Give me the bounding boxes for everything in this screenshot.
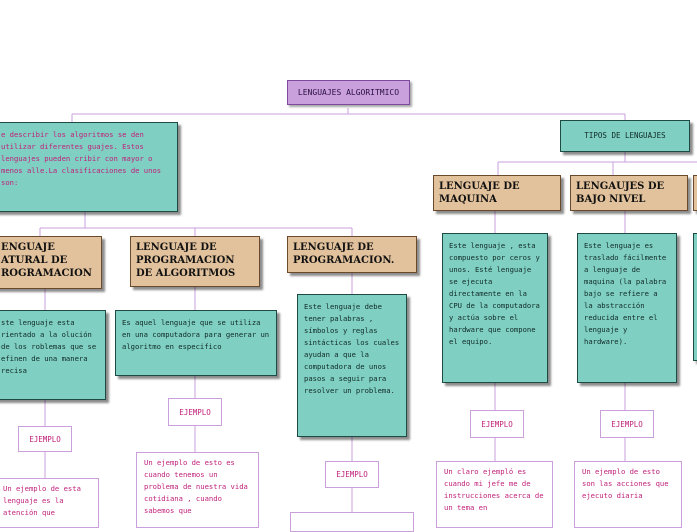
category-title: LENGUAJE DE MAQUINA — [439, 181, 520, 205]
example-node-algoritmos[interactable]: Un ejemplo de esto es cuando tenemos un … — [136, 452, 259, 528]
connector-lines — [39, 108, 697, 512]
example-label-text: EJEMPLO — [481, 419, 513, 429]
example-label-programacion[interactable]: EJEMPLO — [325, 461, 379, 488]
category-node-partial[interactable] — [693, 175, 697, 211]
example-label-algoritmos[interactable]: EJEMPLO — [168, 398, 222, 426]
example-text: Un ejemplo de esto son las acciones que … — [582, 467, 669, 500]
example-node-programacion[interactable] — [290, 512, 414, 532]
example-label-text: EJEMPLO — [611, 419, 643, 429]
category-title: LENGUAJE DE PROGRAMACION. — [293, 242, 395, 266]
category-node-bajo-nivel[interactable]: LENGAUJES DE BAJO NIVEL — [570, 175, 688, 211]
example-label-maquina[interactable]: EJEMPLO — [470, 410, 524, 438]
tipos-label: TIPOS DE LENGUAJES — [584, 131, 666, 140]
description-node-bajo-nivel[interactable]: Este lenguaje es traslado fácilmente a l… — [577, 233, 677, 383]
example-node-maquina[interactable]: Un claro ejempló es cuando mi jefe me de… — [436, 461, 553, 528]
example-label-text: EJEMPLO — [336, 470, 368, 479]
description-text: ste lenguaje esta rientado a la olución … — [1, 318, 97, 375]
intro-text: e describir los algoritmos se den utiliz… — [1, 130, 162, 187]
example-label-text: EJEMPLO — [179, 407, 211, 417]
example-label-natural[interactable]: EJEMPLO — [18, 426, 72, 452]
category-node-algoritmos[interactable]: LENGUAJE DE PROGRAMACION DE ALGORITMOS — [130, 236, 260, 287]
category-node-natural[interactable]: ENGUAJE ATURAL DE ROGRAMACION — [0, 236, 102, 289]
example-text: Un claro ejempló es cuando mi jefe me de… — [444, 467, 544, 512]
example-node-natural[interactable]: Un ejemplo de esta lenguaje es la atenci… — [0, 478, 99, 528]
intro-node[interactable]: e describir los algoritmos se den utiliz… — [0, 122, 178, 212]
example-label-text: EJEMPLO — [29, 434, 61, 444]
example-label-bajo-nivel[interactable]: EJEMPLO — [600, 410, 654, 438]
description-text: Este lenguaje debe tener palabras , símb… — [304, 302, 400, 395]
category-title: LENGUAJE DE PROGRAMACION DE ALGORITMOS — [136, 242, 236, 279]
description-node-algoritmos[interactable]: Es aquel lenguaje que se utiliza en una … — [115, 310, 277, 376]
example-text: Un ejemplo de esta lenguaje es la atenci… — [3, 484, 81, 517]
category-title: ENGUAJE ATURAL DE ROGRAMACION — [1, 242, 92, 279]
description-text: Este lenguaje es traslado fácilmente a l… — [584, 241, 667, 346]
category-node-programacion[interactable]: LENGUAJE DE PROGRAMACION. — [287, 236, 417, 273]
description-text: Es aquel lenguaje que se utiliza en una … — [122, 318, 270, 351]
root-label: LENGUAJES ALGORITMICO — [297, 88, 400, 97]
example-text: Un ejemplo de esto es cuando tenemos un … — [144, 458, 248, 515]
category-title: LENGAUJES DE BAJO NIVEL — [576, 181, 665, 205]
root-node[interactable]: LENGUAJES ALGORITMICO — [287, 80, 410, 105]
description-node-natural[interactable]: ste lenguaje esta rientado a la olución … — [0, 310, 106, 400]
description-node-maquina[interactable]: Este lenguaje , esta compuesto por ceros… — [442, 233, 548, 383]
tipos-node[interactable]: TIPOS DE LENGUAJES — [560, 120, 690, 152]
description-text: Este lenguaje , esta compuesto por ceros… — [449, 241, 540, 346]
description-node-partial[interactable] — [693, 233, 697, 361]
category-node-maquina[interactable]: LENGUAJE DE MAQUINA — [433, 175, 561, 211]
description-node-programacion[interactable]: Este lenguaje debe tener palabras , símb… — [297, 294, 407, 437]
example-node-bajo-nivel[interactable]: Un ejemplo de esto son las acciones que … — [574, 461, 682, 528]
